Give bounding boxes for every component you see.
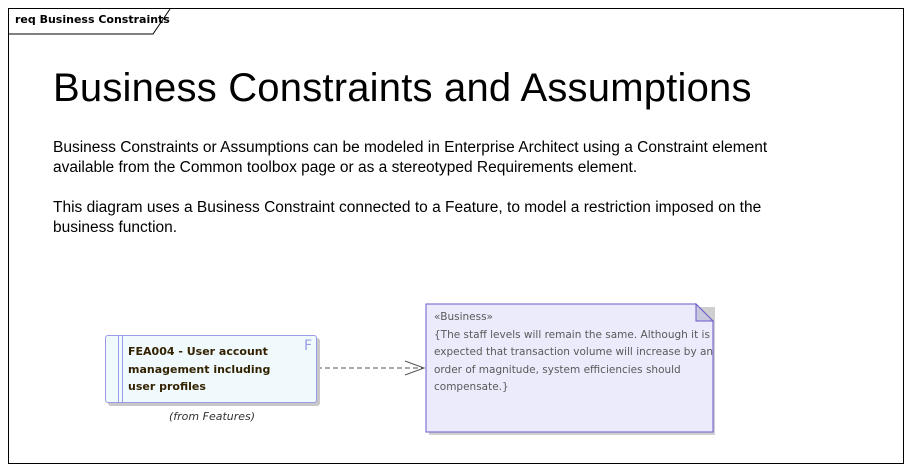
- feature-left-bar-inner: [122, 336, 123, 402]
- frame-tab-outline: [8, 8, 171, 35]
- feature-type-icon: F: [303, 338, 312, 354]
- feature-element[interactable]: FEA004 - User account management includi…: [105, 335, 317, 403]
- feature-origin-label: (from Features): [169, 410, 256, 423]
- diagram-frame: [8, 8, 904, 464]
- constraint-element[interactable]: «Business» {The staff levels will remain…: [426, 304, 714, 432]
- feature-label: FEA004 - User account management includi…: [128, 345, 271, 393]
- constraint-stereotype: «Business»: [434, 311, 493, 323]
- arrowhead-icon: [404, 360, 426, 376]
- frame-tab-label: req Business Constraints: [15, 13, 170, 26]
- constraint-body: «Business» {The staff levels will remain…: [434, 309, 714, 397]
- description-paragraph: This diagram uses a Business Constraint …: [53, 199, 762, 236]
- intro-paragraph: Business Constraints or Assumptions can …: [53, 139, 768, 176]
- page-title: Business Constraints and Assumptions: [53, 66, 752, 110]
- feature-left-bar: [118, 336, 119, 402]
- note-fold-corner-icon: [695, 302, 715, 322]
- constraint-note-shape[interactable]: [425, 303, 714, 433]
- constraint-text: {The staff levels will remain the same. …: [434, 328, 714, 394]
